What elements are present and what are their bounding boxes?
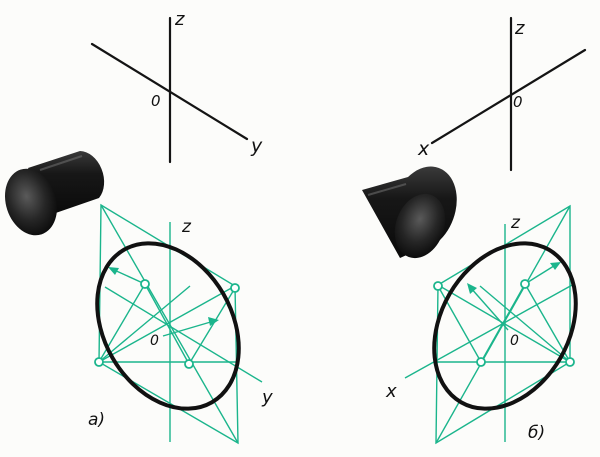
chord-a-4 [144, 283, 190, 365]
arrow-line-a-1 [111, 268, 146, 285]
arrowhead-a-1 [108, 267, 119, 275]
cylinder-right [362, 166, 457, 259]
arrow-line-b-1 [524, 263, 558, 285]
label-origin-fig-a: 0 [150, 333, 159, 349]
label-y-fig-a: y [261, 387, 273, 408]
x-axis-top-right [430, 48, 587, 145]
label-y-top-left: y [250, 135, 263, 157]
point-a-3 [94, 357, 104, 367]
label-z-top-right: z [514, 18, 525, 39]
label-origin-fig-b: 0 [510, 333, 519, 349]
diagonal-b-2 [437, 284, 571, 363]
label-x-top-right: x [417, 138, 430, 160]
arrow-line-a-2 [162, 320, 215, 337]
point-b-3 [476, 357, 486, 367]
chord-b-1 [524, 283, 571, 363]
cylinder-left-highlight [39, 155, 83, 171]
label-origin-top-right: 0 [513, 93, 523, 111]
chord-b-2 [479, 285, 571, 363]
ellipse-fig-a [95, 241, 241, 411]
diagonal-a-1 [100, 204, 239, 444]
arrowhead-b-1 [550, 262, 561, 270]
construction-figure-b: z 0 x б) [385, 204, 578, 445]
label-z-fig-a: z [181, 217, 192, 237]
cylinder-left [5, 151, 105, 236]
x-axis-fig-b [404, 283, 575, 379]
caption-b: б) [528, 423, 545, 443]
arrowhead-b-2 [467, 283, 477, 294]
cylinder-right-end-cap [394, 193, 446, 259]
point-a-1 [140, 279, 150, 289]
point-a-2 [230, 283, 240, 293]
chord-a-2 [98, 285, 191, 363]
label-z-top-left: z [174, 9, 185, 30]
ellipse-fig-b [432, 241, 578, 411]
label-x-fig-b: x [385, 381, 397, 402]
axes-top-right: z 0 x [417, 16, 587, 172]
cylinder-right-highlight [367, 183, 407, 196]
point-a-4 [184, 359, 194, 369]
arrowhead-a-2 [208, 317, 219, 326]
y-axis-top-left [90, 42, 249, 141]
construction-figure-a: z 0 y a) [88, 203, 273, 445]
arrow-line-b-2 [469, 286, 509, 331]
point-b-4 [565, 357, 575, 367]
point-b-2 [520, 279, 530, 289]
cylinder-left-end-cap [5, 168, 57, 236]
chord-a-1 [98, 283, 146, 363]
axes-top-left: z 0 y [90, 9, 263, 164]
point-b-1 [433, 281, 443, 291]
chord-b-4 [480, 283, 526, 363]
label-z-fig-b: z [510, 213, 521, 233]
caption-a: a) [88, 410, 105, 430]
label-origin-top-left: 0 [151, 92, 161, 110]
